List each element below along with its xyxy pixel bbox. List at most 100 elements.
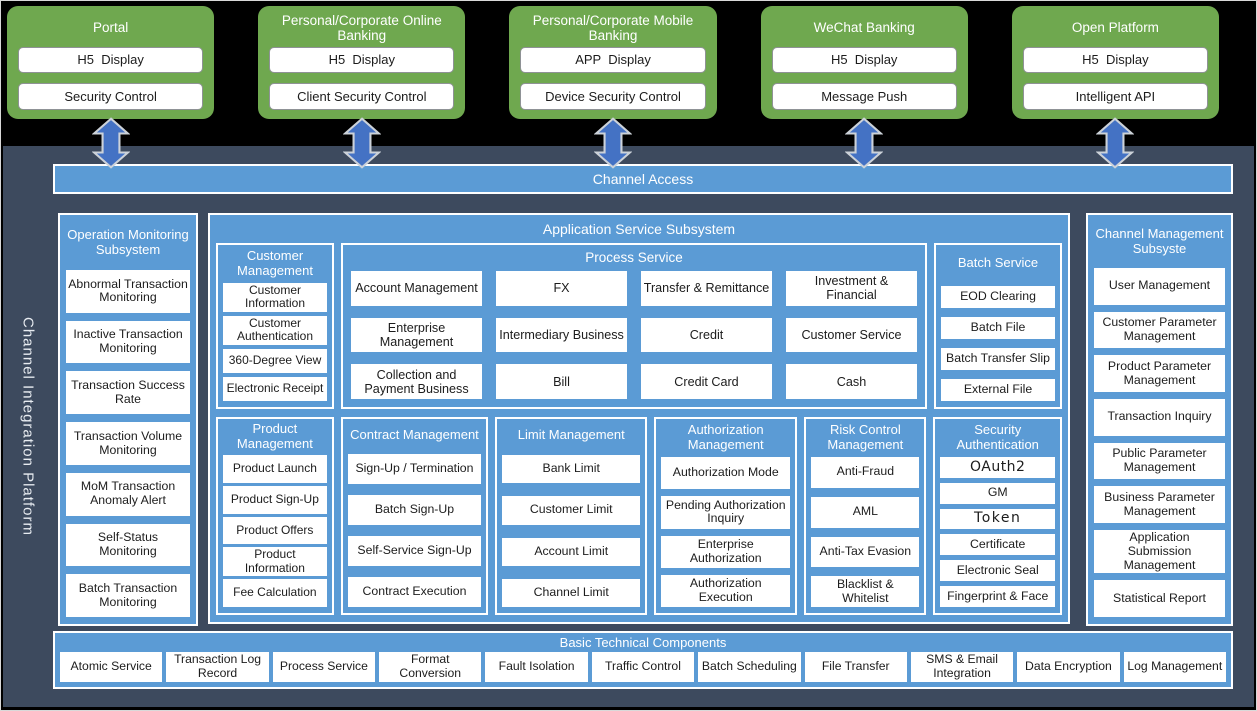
list-item: Anti-Fraud [811,457,920,488]
process-service-grid: Account Management FX Transfer & Remitta… [351,271,917,399]
list-item: Application Submission Management [1094,530,1225,574]
list-item: Fault Isolation [485,652,588,682]
list-item: Fee Calculation [223,579,327,607]
list-item: Atomic Service [60,652,163,682]
list-item: Batch Transaction Monitoring [66,574,190,618]
group-items: Customer Information Customer Authentica… [223,283,327,401]
group-items: Bank Limit Customer Limit Account Limit … [502,455,641,607]
list-item: Abnormal Transaction Monitoring [66,270,190,313]
application-service-bottom-row: Product Management Product Launch Produc… [216,417,1062,615]
list-item: Inactive Transaction Monitoring [66,320,190,364]
channel-title: Personal/Corporate Mobile Banking [532,12,694,43]
channel-item: H5 Display [18,46,204,74]
list-item: Credit [641,317,772,353]
basic-technical-components: Basic Technical Components Atomic Servic… [53,631,1233,689]
group-items: Sign-Up / Termination Batch Sign-Up Self… [347,454,482,607]
list-item: Batch Scheduling [698,652,801,682]
list-item: Product Launch [223,454,327,483]
list-item: Authorization Execution [661,574,791,607]
list-item: Transaction Volume Monitoring [66,422,190,465]
list-item: Batch File [941,317,1055,339]
list-item: Log Management [1123,652,1226,682]
bidirectional-arrow-icon [594,117,632,169]
channel-item: H5 Display [1022,46,1209,74]
list-item: Transaction Success Rate [66,371,190,415]
list-item: Product Offers [223,516,327,545]
group-items: EOD Clearing Batch File Batch Transfer S… [941,286,1055,401]
subsystem-items: User Management Customer Parameter Manag… [1094,268,1225,617]
channel-item: Message Push [771,83,957,110]
group-items: Product Launch Product Sign-Up Product O… [223,454,327,607]
customer-management-group: Customer Management Customer Information… [216,243,334,409]
list-item: Customer Limit [502,496,641,525]
group-title: Product Management [236,421,313,451]
list-item: Credit Card [641,364,772,399]
bidirectional-arrow-icon [343,117,381,169]
risk-control-management-group: Risk Control Management Anti-Fraud AML A… [804,417,927,615]
channel-title: WeChat Banking [813,20,915,36]
list-item: Blacklist & Whitelist [811,576,920,607]
list-item: Intermediary Business [496,317,627,353]
list-item: Account Management [351,271,482,306]
product-management-group: Product Management Product Launch Produc… [216,417,334,615]
limit-management-group: Limit Management Bank Limit Customer Lim… [495,417,648,615]
list-item: Batch Sign-Up [347,495,482,525]
channel-item: Security Control [18,83,204,110]
security-authentication-group: Security Authentication OAuth2 GM Token … [933,417,1062,615]
channel-item: H5 Display [771,46,957,74]
group-title: Customer Management [237,248,313,278]
contract-management-group: Contract Management Sign-Up / Terminatio… [340,417,489,615]
channel-title: Portal [92,20,129,36]
batch-service-group: Batch Service EOD Clearing Batch File Ba… [934,243,1062,409]
channel-boxes-row: Portal H5 Display Security Control Perso… [7,6,1220,119]
list-item: Certificate [940,534,1055,556]
channel-box-online-banking: Personal/Corporate Online Banking H5 Dis… [258,6,466,119]
section-items: Atomic Service Transaction Log Record Pr… [60,652,1226,682]
list-item: Product Sign-Up [223,485,327,514]
channel-item: H5 Display [269,46,455,74]
application-service-subsystem: Application Service Subsystem Customer M… [208,213,1070,624]
list-item: Enterprise Management [351,317,482,353]
application-service-top-row: Customer Management Customer Information… [216,243,1062,409]
list-item: Channel Limit [502,578,641,607]
list-item: Batch Transfer Slip [941,348,1055,370]
group-title: Limit Management [517,426,625,442]
list-item: Pending Authorization Inquiry [661,496,791,529]
platform-vertical-label: Channel Integration Platform [3,146,53,707]
list-item: MoM Transaction Anomaly Alert [66,472,190,516]
operation-monitoring-subsystem: Operation Monitoring Subsystem Abnormal … [58,213,198,626]
section-title: Basic Technical Components [559,634,727,650]
channel-management-subsystem: Channel Management Subsyste User Managem… [1086,213,1233,626]
group-title: Security Authentication [956,422,1039,452]
list-item: Customer Authentication [223,315,327,345]
list-item: External File [941,379,1055,401]
list-item: File Transfer [804,652,907,682]
channel-box-open-platform: Open Platform H5 Display Intelligent API [1011,6,1220,119]
list-item: Enterprise Authorization [661,535,791,568]
list-item: 360-Degree View [223,348,327,373]
list-item: Product Parameter Management [1094,355,1225,393]
list-item: User Management [1094,268,1225,305]
authorization-management-group: Authorization Management Authorization M… [654,417,798,615]
group-items: OAuth2 GM Token Certificate Electronic S… [940,457,1055,607]
bidirectional-arrow-icon [1096,117,1134,169]
list-item: Data Encryption [1017,652,1120,682]
list-item: Anti-Tax Evasion [811,536,920,568]
list-item: Token [940,508,1055,530]
list-item: SMS & Email Integration [910,652,1014,682]
list-item: GM [940,482,1055,504]
list-item: Customer Information [223,283,327,312]
list-item: AML [811,496,920,528]
process-service-group: Process Service Account Management FX Tr… [341,243,927,409]
list-item: Investment & Financial [786,271,917,306]
group-items: Anti-Fraud AML Anti-Tax Evasion Blacklis… [811,457,920,607]
list-item: OAuth2 [940,457,1055,478]
list-item: Transaction Inquiry [1094,399,1225,436]
group-items: Authorization Mode Pending Authorization… [661,457,791,607]
list-item: Authorization Mode [661,457,791,490]
channel-access-bar: Channel Access [53,164,1233,194]
subsystem-title: Channel Management Subsyste [1095,226,1224,256]
group-title: Batch Service [957,254,1039,270]
list-item: Format Conversion [379,652,482,682]
list-item: Traffic Control [591,652,695,682]
